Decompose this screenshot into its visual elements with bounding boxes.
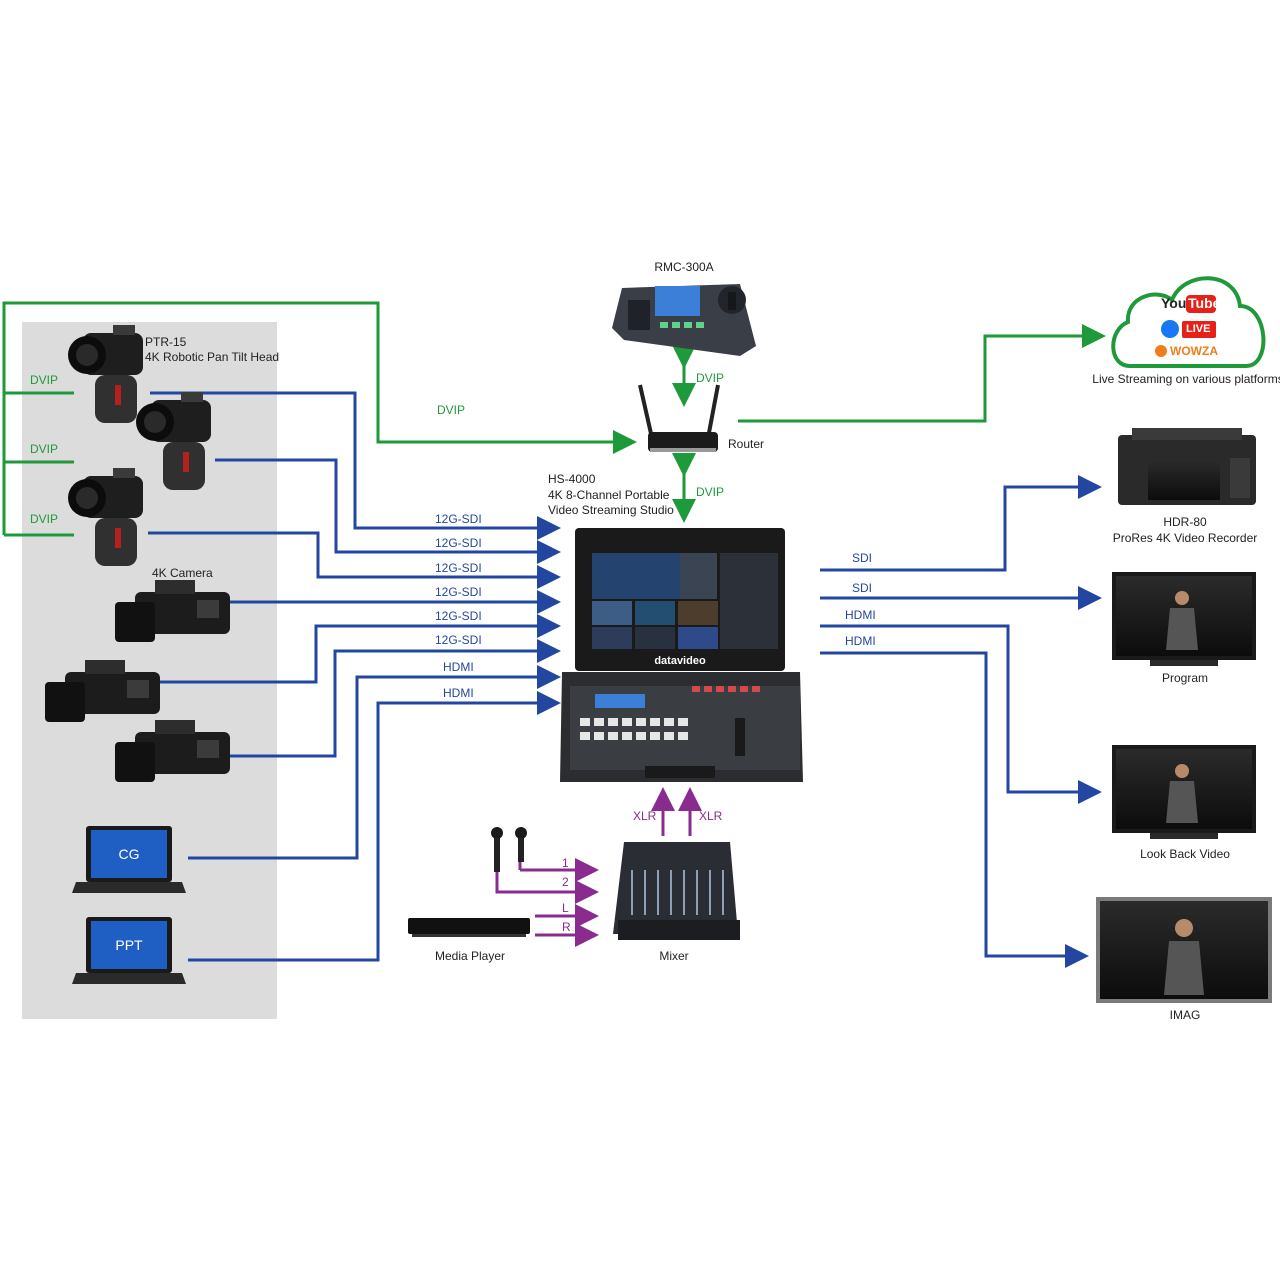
audio-l-label: L xyxy=(562,901,569,915)
input-line-1 xyxy=(150,391,561,540)
wowza-logo: WOWZA xyxy=(1170,344,1218,358)
hs4000-name: HS-4000 xyxy=(548,472,596,486)
hdr80-name: HDR-80 xyxy=(1163,515,1207,529)
input-line-8 xyxy=(188,691,561,962)
audio-ch1-label: 1 xyxy=(562,856,569,870)
camcorder-icon xyxy=(45,660,160,722)
output-label-sdi2: SDI xyxy=(852,581,873,595)
youtube-logo-tube: Tube xyxy=(1188,295,1221,311)
output-label-hdmi1: HDMI xyxy=(845,608,876,622)
audio-links xyxy=(495,787,702,947)
lookback-label: Look Back Video xyxy=(1140,847,1230,861)
camcorder-icon xyxy=(115,580,230,642)
hdr80-icon xyxy=(1118,428,1256,505)
router-label: Router xyxy=(728,437,765,451)
output-imag xyxy=(820,651,1089,968)
input-line-6 xyxy=(222,639,561,758)
dvip-label-bus: DVIP xyxy=(437,403,466,417)
ppt-laptop-icon xyxy=(72,917,186,984)
ptr15-name: PTR-15 xyxy=(145,335,187,349)
imag-screen-icon xyxy=(1096,897,1272,1003)
streaming-cloud-icon xyxy=(1111,276,1266,368)
input-line-7 xyxy=(188,665,561,860)
4k-cameras xyxy=(45,580,230,782)
dvip-bus-line xyxy=(2,301,637,535)
hdr80-desc: ProRes 4K Video Recorder xyxy=(1112,531,1258,545)
media-player-label: Media Player xyxy=(434,949,506,963)
dvip-links xyxy=(2,301,1106,537)
youtube-logo-you: You xyxy=(1161,295,1187,311)
output-lookback xyxy=(820,624,1102,804)
program-tv-icon xyxy=(1112,572,1256,666)
output-label-hdmi2: HDMI xyxy=(845,634,876,648)
signal-label-6: 12G-SDI xyxy=(435,633,482,647)
cg-laptop-icon xyxy=(72,826,186,893)
microphone-icon xyxy=(515,827,527,862)
xlr-label-2: XLR xyxy=(699,809,723,823)
lookback-tv-icon xyxy=(1112,745,1256,839)
input-line-5 xyxy=(160,614,561,684)
router-cloud-line xyxy=(738,324,1106,423)
live-badge: LIVE xyxy=(1186,323,1211,335)
xlr-label-1: XLR xyxy=(633,809,657,823)
hs4000-icon xyxy=(560,528,803,782)
signal-label-5: 12G-SDI xyxy=(435,609,482,623)
rmc-controller-icon xyxy=(612,284,756,356)
output-label-sdi1: SDI xyxy=(852,551,873,565)
dvip-label-hs: DVIP xyxy=(696,485,725,499)
mixer-label: Mixer xyxy=(659,949,689,963)
signal-label-7: HDMI xyxy=(443,660,474,674)
hs4000-brand: datavideo xyxy=(654,655,706,667)
signal-label-1: 12G-SDI xyxy=(435,512,482,526)
rmc-label: RMC-300A xyxy=(654,260,714,274)
router-icon xyxy=(638,384,720,452)
imag-label: IMAG xyxy=(1169,1008,1201,1022)
mic-line-2 xyxy=(495,870,599,904)
ptr15-cameras xyxy=(68,325,211,566)
signal-label-3: 12G-SDI xyxy=(435,561,482,575)
video-inputs xyxy=(148,391,561,962)
microphone-icon xyxy=(491,827,503,872)
mixer-icon xyxy=(613,842,740,940)
video-outputs xyxy=(820,475,1102,968)
audio-r-label: R xyxy=(562,920,571,934)
dvip-label-rmc: DVIP xyxy=(696,371,725,385)
hs4000-desc2: Video Streaming Studio xyxy=(548,503,674,517)
camcorder-icon xyxy=(115,720,230,782)
media-player-icon xyxy=(408,918,530,937)
ptz-camera-icon xyxy=(68,325,143,423)
dvip-label-cam3: DVIP xyxy=(30,512,59,526)
input-line-2 xyxy=(215,458,561,564)
streaming-label: Live Streaming on various platforms xyxy=(1092,372,1280,386)
dvip-label-cam1: DVIP xyxy=(30,373,59,387)
dvip-label-cam2: DVIP xyxy=(30,442,59,456)
signal-label-2: 12G-SDI xyxy=(435,536,482,550)
output-hdr80 xyxy=(820,475,1102,572)
hs4000-desc1: 4K 8-Channel Portable xyxy=(548,488,670,502)
audio-ch2-label: 2 xyxy=(562,875,569,889)
program-label: Program xyxy=(1161,671,1209,685)
cg-screen-label: CG xyxy=(118,846,140,862)
input-line-3 xyxy=(148,531,561,589)
signal-label-8: HDMI xyxy=(443,686,474,700)
ptr15-desc: 4K Robotic Pan Tilt Head xyxy=(145,350,280,364)
ppt-screen-label: PPT xyxy=(115,937,143,953)
signal-label-4: 12G-SDI xyxy=(435,585,482,599)
camera4k-label: 4K Camera xyxy=(152,566,213,580)
ptz-camera-icon xyxy=(68,468,143,566)
ptz-camera-icon xyxy=(136,392,211,490)
